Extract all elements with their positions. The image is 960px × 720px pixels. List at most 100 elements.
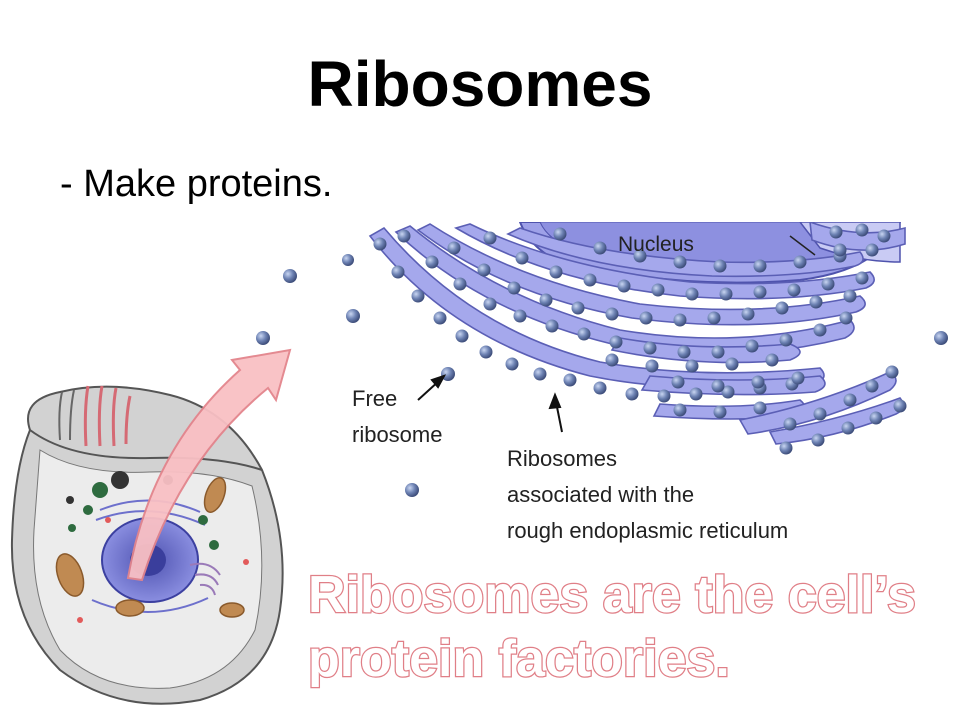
bound-ribosome: [671, 375, 685, 389]
bound-ribosome: [865, 243, 879, 257]
bound-ribosome: [391, 265, 405, 279]
bound-ribosome: [643, 341, 657, 355]
bound-ribosome: [689, 387, 703, 401]
bound-ribosome: [745, 339, 759, 353]
ribosome-diagram: Nucleus Free ribosome Ribosomes associat…: [10, 222, 948, 705]
tagline-line1: Ribosomes are the cell’s: [308, 566, 916, 624]
nucleus-label: Nucleus: [618, 233, 694, 256]
rer-ribosomes-label-line3: rough endoplasmic reticulum: [507, 518, 788, 543]
bound-ribosome: [843, 393, 857, 407]
bound-ribosome: [713, 259, 727, 273]
bound-ribosome: [751, 375, 765, 389]
bound-ribosome: [719, 287, 733, 301]
bound-ribosome: [545, 319, 559, 333]
bound-ribosome: [455, 329, 469, 343]
bound-ribosome: [483, 297, 497, 311]
rer-ribosomes-label-line2: associated with the: [507, 482, 694, 507]
bound-ribosome: [855, 271, 869, 285]
bound-ribosome: [477, 263, 491, 277]
bound-ribosome: [453, 277, 467, 291]
label-pointers: [417, 374, 563, 433]
bound-ribosome: [893, 399, 907, 413]
bound-ribosomes: [373, 223, 907, 455]
bound-ribosome: [685, 287, 699, 301]
bound-ribosome: [721, 385, 735, 399]
bound-ribosome: [725, 357, 739, 371]
bound-ribosome: [791, 371, 805, 385]
bound-ribosome: [513, 309, 527, 323]
bound-ribosome: [505, 357, 519, 371]
bound-ribosome: [447, 241, 461, 255]
bound-ribosome: [633, 249, 647, 263]
bound-ribosome: [855, 223, 869, 237]
bound-ribosome: [605, 307, 619, 321]
bound-ribosome: [645, 359, 659, 373]
bound-ribosome: [515, 251, 529, 265]
bound-ribosome: [711, 379, 725, 393]
bound-ribosome: [425, 255, 439, 269]
animal-cell-illustration: [10, 385, 284, 705]
rough-endoplasmic-reticulum: [368, 222, 906, 445]
tagline-line2: protein factories.: [308, 630, 730, 688]
bound-ribosome: [877, 229, 891, 243]
bound-ribosome: [539, 293, 553, 307]
bullet-make-proteins: - Make proteins.: [60, 163, 333, 205]
bound-ribosome: [793, 255, 807, 269]
bound-ribosome: [779, 333, 793, 347]
bound-ribosome: [779, 441, 793, 455]
zoom-arrow: [126, 348, 292, 582]
bound-ribosome: [775, 301, 789, 315]
bound-ribosome: [783, 417, 797, 431]
bound-ribosome: [711, 345, 725, 359]
bound-ribosome: [885, 365, 899, 379]
bound-ribosome: [765, 353, 779, 367]
slide-title: Ribosomes: [307, 48, 653, 120]
bound-ribosome: [625, 387, 639, 401]
free-ribosome-label-line1: Free: [352, 386, 397, 411]
bound-ribosome: [673, 313, 687, 327]
bound-ribosome: [753, 285, 767, 299]
bound-ribosome: [839, 311, 853, 325]
bound-ribosome: [713, 405, 727, 419]
bound-ribosome: [753, 401, 767, 415]
bound-ribosome: [673, 255, 687, 269]
bound-ribosome: [507, 281, 521, 295]
bound-ribosome: [651, 283, 665, 297]
rer-ribosomes-label-line1: Ribosomes: [507, 446, 617, 471]
bound-ribosome: [833, 243, 847, 257]
bound-ribosome: [577, 327, 591, 341]
bound-ribosome: [677, 345, 691, 359]
bound-ribosome: [843, 289, 857, 303]
bound-ribosome: [553, 227, 567, 241]
bound-ribosome: [583, 273, 597, 287]
free-ribosomes: [256, 254, 948, 497]
bound-ribosome: [787, 283, 801, 297]
bound-ribosome: [813, 407, 827, 421]
bound-ribosome: [533, 367, 547, 381]
bound-ribosome: [605, 353, 619, 367]
bound-ribosome: [869, 411, 883, 425]
bound-ribosome: [811, 433, 825, 447]
free-ribosome-label-line2: ribosome: [352, 422, 442, 447]
bound-ribosome: [549, 265, 563, 279]
bound-ribosome: [571, 301, 585, 315]
bound-ribosome: [609, 335, 623, 349]
bound-ribosome: [593, 241, 607, 255]
bound-ribosome: [829, 225, 843, 239]
bound-ribosome: [813, 323, 827, 337]
bound-ribosome: [865, 379, 879, 393]
bound-ribosome: [821, 277, 835, 291]
bound-ribosome: [809, 295, 823, 309]
bound-ribosome: [397, 229, 411, 243]
bound-ribosome: [483, 231, 497, 245]
bound-ribosome: [741, 307, 755, 321]
bound-ribosome: [479, 345, 493, 359]
bound-ribosome: [707, 311, 721, 325]
bound-ribosome: [753, 259, 767, 273]
bound-ribosome: [411, 289, 425, 303]
bound-ribosome: [563, 373, 577, 387]
bound-ribosome: [685, 359, 699, 373]
bound-ribosome: [639, 311, 653, 325]
bound-ribosome: [617, 279, 631, 293]
bound-ribosome: [657, 389, 671, 403]
